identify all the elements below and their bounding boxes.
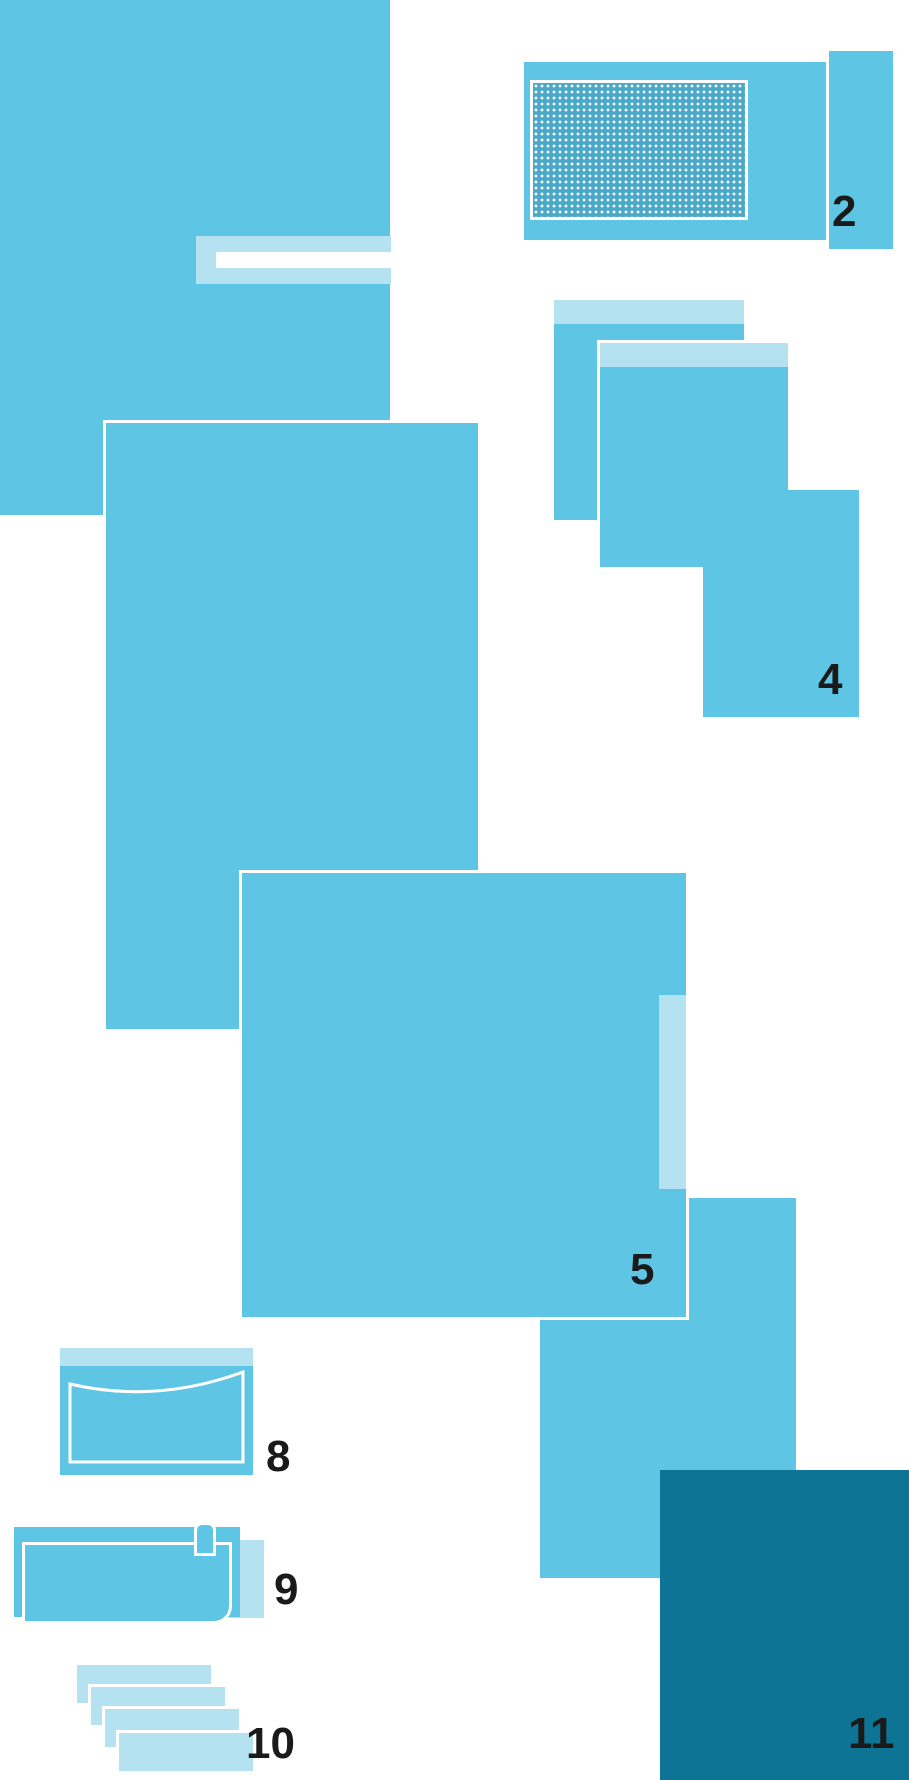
label-item-9: 9 (274, 1568, 298, 1612)
drape-item-3-front-strip (600, 343, 788, 367)
drape-item-8-pocket (60, 1366, 253, 1475)
drape-item-3-back-strip (554, 300, 744, 324)
drape-item-10-sheet-4 (116, 1730, 256, 1774)
label-item-5: 5 (630, 1248, 654, 1292)
adhesive-slot-top-left (216, 252, 391, 268)
label-item-8: 8 (266, 1435, 290, 1479)
drape-item-8-strip (60, 1348, 253, 1366)
label-item-10: 10 (246, 1722, 295, 1766)
drape-item-9-tab (194, 1522, 216, 1556)
adhesive-strip-item-5 (659, 995, 686, 1189)
drape-item-5 (239, 870, 689, 1320)
label-item-2: 2 (832, 190, 856, 234)
perforated-panel (530, 80, 748, 220)
label-item-4: 4 (818, 658, 842, 702)
label-item-11: 11 (848, 1712, 895, 1756)
